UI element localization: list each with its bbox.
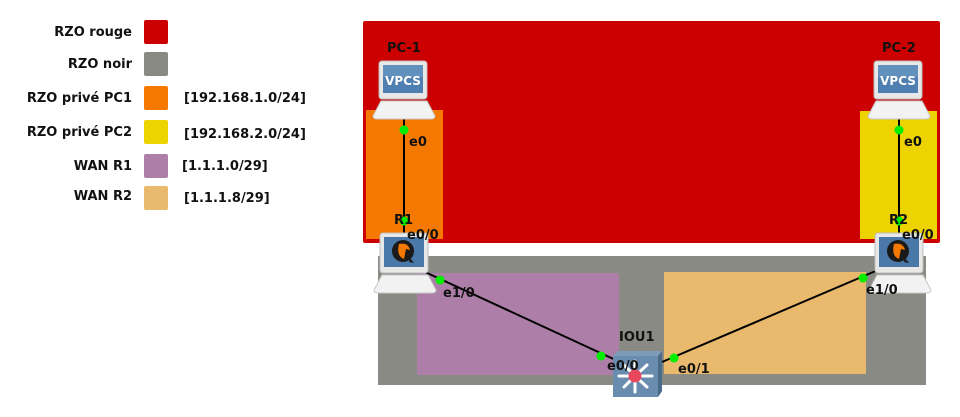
node-label-r2: R2 <box>889 213 909 228</box>
link-r2-iou1[interactable] <box>661 269 879 363</box>
port-label-pc2-e0: e0 <box>904 135 922 150</box>
vpcs-pc1-icon[interactable]: VPCS <box>371 60 439 120</box>
legend-label-wan-r1: WAN R1 <box>73 159 132 174</box>
legend-network-rzo-prive-pc2: [192.168.2.0/24] <box>184 127 306 142</box>
legend-swatch-wan-r2 <box>144 186 168 210</box>
router-r2-icon[interactable] <box>867 232 935 294</box>
switch-iou1-icon[interactable] <box>612 350 664 398</box>
port-status-r1-e10 <box>435 275 445 285</box>
link-r1-iou1[interactable] <box>424 271 621 363</box>
legend-swatch-rzo-prive-pc1 <box>144 86 168 110</box>
port-status-r1-e00 <box>399 216 409 226</box>
legend-label-wan-r2: WAN R2 <box>73 189 132 204</box>
port-status-r2-e00 <box>894 216 904 226</box>
port-label-r2-e00: e0/0 <box>902 228 934 243</box>
port-status-iou1-e00 <box>596 351 606 361</box>
legend-network-rzo-prive-pc1: [192.168.1.0/24] <box>184 91 306 106</box>
legend-swatch-rzo-noir <box>144 52 168 76</box>
port-status-r2-e10 <box>858 273 868 283</box>
vpcs-pc2-icon[interactable]: VPCS <box>866 60 934 120</box>
legend-swatch-rzo-rouge <box>144 20 168 44</box>
vpcs-pc2-text: VPCS <box>880 74 916 88</box>
legend-label-rzo-prive-pc1: RZO privé PC1 <box>26 91 132 106</box>
zone-wan-r1[interactable] <box>417 273 619 375</box>
node-label-r1: R1 <box>394 213 414 228</box>
legend-swatch-rzo-prive-pc2 <box>144 120 168 144</box>
node-label-pc2: PC-2 <box>882 41 916 56</box>
vpcs-pc1-text: VPCS <box>385 74 421 88</box>
port-label-iou1-e01: e0/1 <box>678 362 710 377</box>
port-status-pc1-e0 <box>399 125 409 135</box>
router-r1-icon[interactable] <box>372 232 440 294</box>
port-label-r2-e10: e1/0 <box>866 283 898 298</box>
legend-label-rzo-noir: RZO noir <box>67 57 132 72</box>
port-label-r1-e10: e1/0 <box>443 286 475 301</box>
legend-label-rzo-prive-pc2: RZO privé PC2 <box>26 125 132 140</box>
zone-rzo-rouge[interactable] <box>363 21 940 243</box>
legend-label-rzo-rouge: RZO rouge <box>54 25 132 40</box>
port-status-iou1-e01 <box>669 353 679 363</box>
legend-network-wan-r1: [1.1.1.0/29] <box>182 159 268 174</box>
port-label-iou1-e00: e0/0 <box>607 359 639 374</box>
port-label-pc1-e0: e0 <box>409 135 427 150</box>
port-label-r1-e00: e0/0 <box>407 228 439 243</box>
legend-network-wan-r2: [1.1.1.8/29] <box>184 191 270 206</box>
port-status-pc2-e0 <box>894 125 904 135</box>
legend-swatch-wan-r1 <box>144 154 168 178</box>
node-label-iou1: IOU1 <box>619 330 655 345</box>
node-label-pc1: PC-1 <box>387 41 421 56</box>
